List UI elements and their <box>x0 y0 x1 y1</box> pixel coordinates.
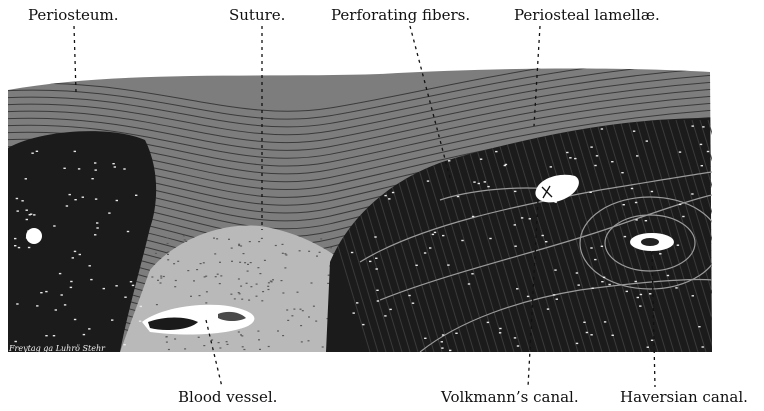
left-canal <box>26 228 42 244</box>
engraver-signature: Freytag ga Luhrö Stehr <box>9 344 105 353</box>
haversian-canal-content <box>641 238 659 246</box>
